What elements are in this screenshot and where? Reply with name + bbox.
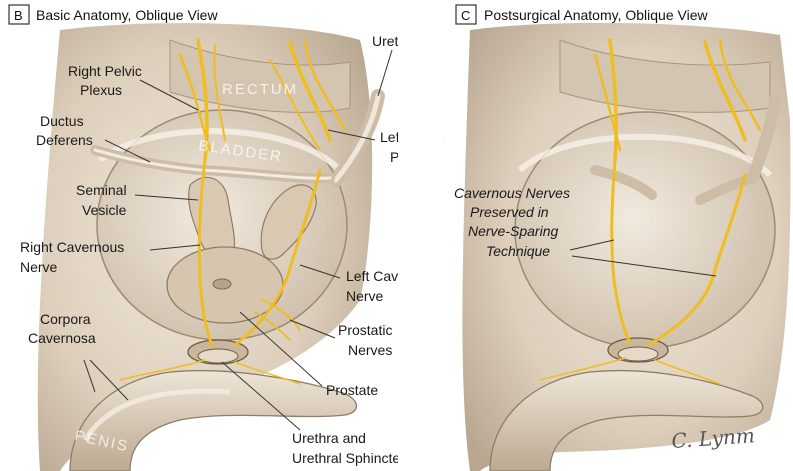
panel-b: RECTUM BLADDER PENIS Ureter Right Pelvic… <box>8 4 445 471</box>
right-pelvic-plexus-branch-b <box>213 44 226 141</box>
prostatic-nerve-a <box>261 299 301 331</box>
panel-c-right-cavernous-nerve-preserved <box>610 158 632 345</box>
left-pelvic-plexus-branch-b <box>269 59 321 151</box>
prostate-callout: Prostate <box>326 382 378 398</box>
right-cavernous-nerve <box>197 158 214 347</box>
left-pelvic-plexus-branch-a <box>303 38 347 132</box>
corpora-cavernosa-band <box>82 388 231 442</box>
corpora-cavernosa-callout: Corpora Cavernosa <box>28 311 96 346</box>
panel-c-right-pelvic-branch <box>593 53 622 152</box>
panel-divider <box>398 28 444 471</box>
right-pelvic-plexus-nerve <box>196 38 209 162</box>
urethra-leader <box>221 361 301 431</box>
panel-b-badge-letter: B <box>14 8 23 23</box>
artist-signature: C. Lynm <box>671 423 756 453</box>
prostatic-nerves-callout: Prostatic Nerves <box>338 322 396 358</box>
ductus-deferens-highlight <box>93 148 332 180</box>
urethra-callout: Urethra and Urethral Sphincter <box>292 430 405 466</box>
prostate-leader <box>239 311 323 387</box>
penile-nerve-a <box>119 359 206 381</box>
right-pelvic-plexus-callout: Right Pelvic Plexus <box>68 63 146 98</box>
ureter-leader <box>377 49 393 97</box>
panel-b-nerves <box>119 38 347 385</box>
panel-c-left-pelvic-branch <box>718 38 762 132</box>
right-cavernous-nerve-leader <box>149 244 201 251</box>
panel-c-penile-nerve-a <box>539 357 626 381</box>
prostatic-nerve-b <box>254 311 291 341</box>
corpora-cavernosa-leader-b <box>89 359 129 401</box>
panel-c-title: Postsurgical Anatomy, Oblique View <box>484 7 708 23</box>
panel-c-penile-nerve-b <box>654 359 721 385</box>
corpora-cavernosa-leader-a <box>83 359 96 393</box>
urethral-sphincter-inner <box>197 348 239 364</box>
panel-c-ureter-shape <box>746 94 781 184</box>
prostatic-nerves-leader <box>289 319 336 339</box>
rectum-label: RECTUM <box>222 81 298 98</box>
panel-c: Cavernous Nerves Preserved in Nerve-Spar… <box>454 4 791 471</box>
cavernous-nerves-preserved-callout: Cavernous Nerves Preserved in Nerve-Spar… <box>454 185 574 259</box>
right-pelvic-plexus-branch-a <box>178 53 212 152</box>
seminal-vesicle-leader <box>134 194 199 201</box>
panel-c-left-pelvic-plexus-nerve <box>703 40 747 142</box>
left-seminal-vesicle-shape <box>260 184 317 260</box>
panel-c-bladder-rim <box>517 133 773 178</box>
panel-c-ductus-stump-right <box>590 165 657 200</box>
left-cavernous-nerve-leader <box>299 264 341 279</box>
panel-c-leader-lines <box>569 239 717 277</box>
panel-c-left-cavernous-nerve-preserved <box>648 173 747 346</box>
panel-c-badge <box>455 4 477 25</box>
left-pelvic-plexus-leader <box>327 129 376 141</box>
right-pelvic-plexus-leader <box>139 79 199 111</box>
panel-b-title: Basic Anatomy, Oblique View <box>36 7 218 23</box>
ductus-deferens-leader <box>104 139 151 163</box>
left-pelvic-plexus-nerve <box>288 40 332 142</box>
left-ureter-highlight <box>333 93 381 183</box>
cavernous-nerves-preserved-leader-a <box>569 239 615 251</box>
right-cavernous-nerve-callout: Right Cavernous Nerve <box>20 239 128 275</box>
left-cavernous-nerve <box>233 168 322 347</box>
penile-nerve-b <box>234 361 301 385</box>
bladder-rim <box>98 128 343 173</box>
seminal-vesicle-callout: Seminal Vesicle <box>76 182 130 218</box>
panel-b-badge <box>8 4 30 25</box>
panel-c-penis-shaft-shape <box>489 369 764 471</box>
panel-c-nerves <box>539 38 762 385</box>
panel-c-right-pelvic-plexus-nerve <box>608 38 618 162</box>
panel-c-urethral-sphincter-inner <box>617 346 659 362</box>
penis-shaft-shape <box>69 369 358 471</box>
prostate-urethra-opening <box>212 278 232 290</box>
panel-c-badge-letter: C <box>461 8 470 23</box>
cavernous-nerves-preserved-leader-b <box>571 255 717 277</box>
ductus-deferens-callout: Ductus Deferens <box>36 113 93 148</box>
panel-b-leader-lines <box>83 49 393 431</box>
